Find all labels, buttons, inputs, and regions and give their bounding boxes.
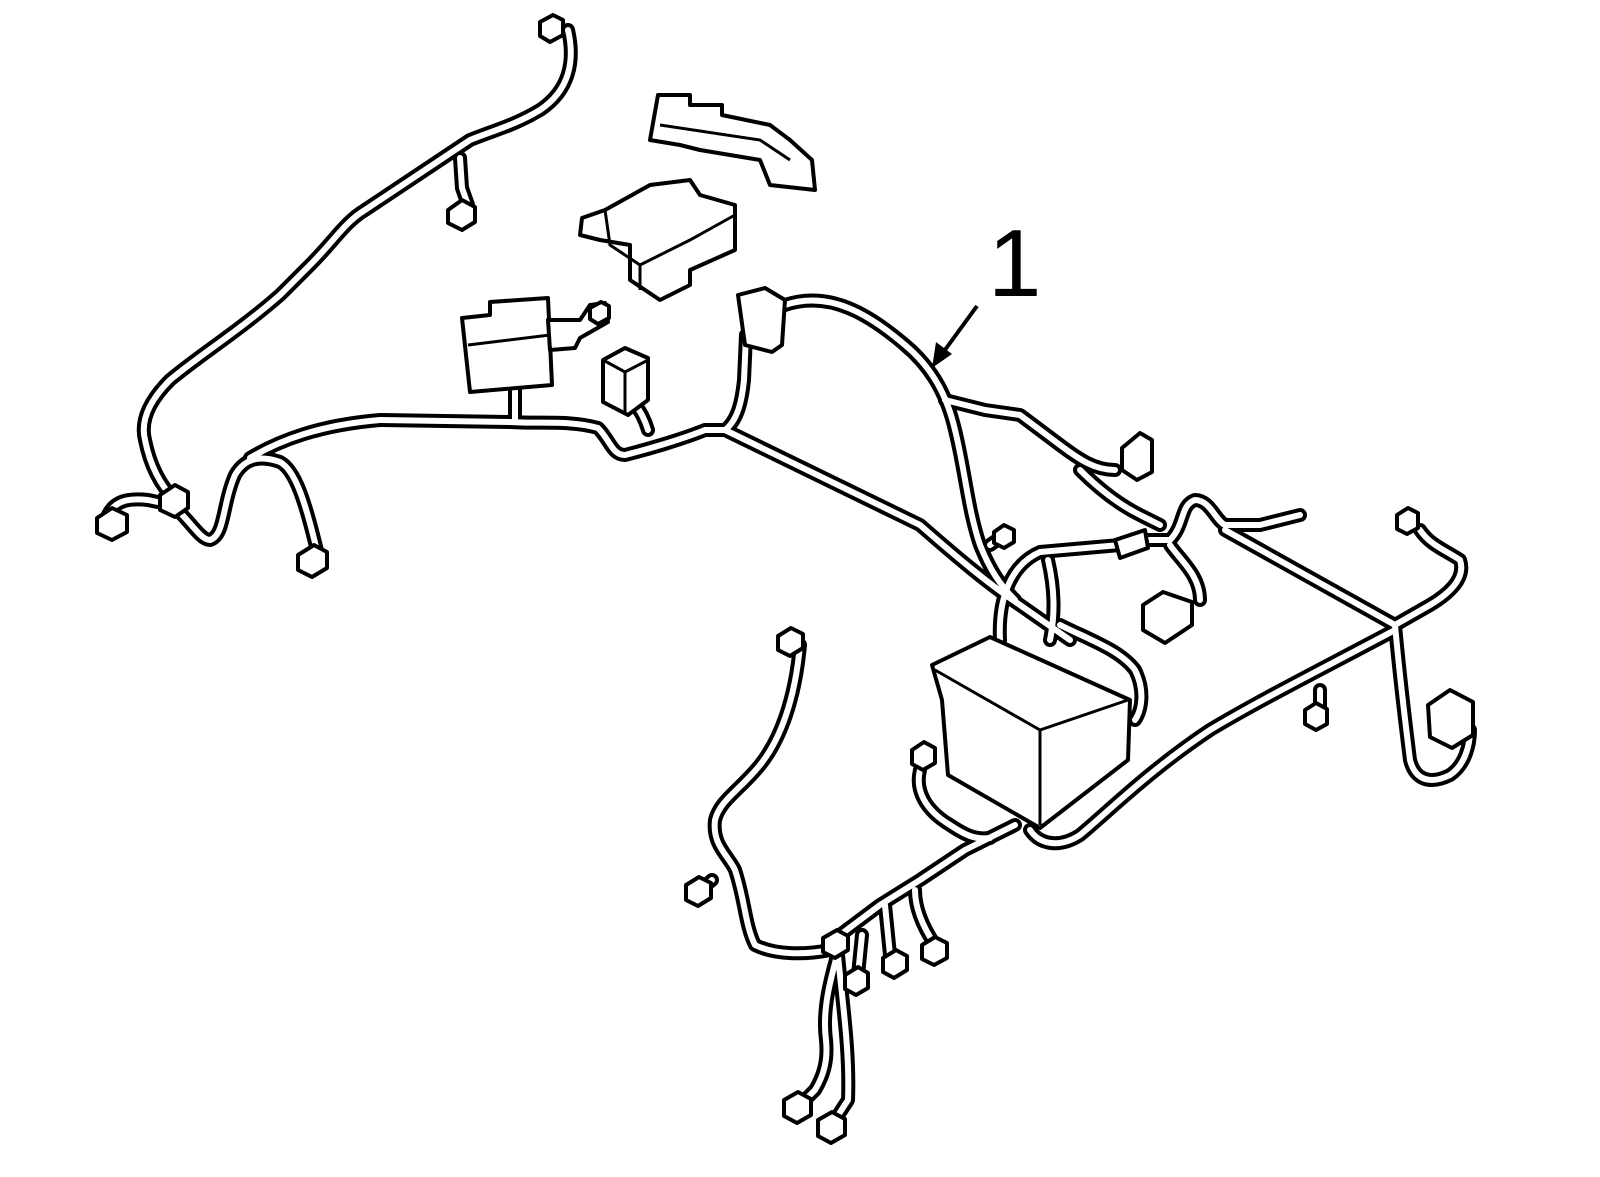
wire-segment [722,332,749,433]
wire-segment [1077,467,1163,528]
wire-segment [1222,527,1465,628]
wire-segment [915,767,993,842]
wire-segment [782,297,1018,603]
harness-components [95,13,1475,1145]
wire-segment [140,27,574,503]
wire-segment [1027,627,1398,847]
wire-segment [996,542,1123,643]
wire-segment [832,952,852,1123]
wire-segment-outline [707,638,837,961]
wire-segment [1392,622,1473,783]
wire-segment [457,155,471,208]
wire-segment [942,397,1118,473]
wire-segment [1057,622,1145,723]
wire-segment [797,942,843,1108]
connector-right-block [1120,431,1475,750]
callout-arrowhead [932,342,952,368]
wire-segment-outline [718,423,1077,647]
wire-segment [882,902,893,958]
wire-segment [1045,557,1057,643]
harness-wires [101,23,1477,1127]
callout-leader [940,304,979,356]
wire-segment [247,417,728,461]
callout-label: 1 [988,210,1041,317]
callout-1: 1 [932,210,1041,368]
relay-cube [601,346,650,417]
wire-segment-outline [778,293,1022,607]
battery-box [930,635,1132,830]
junction-block-top [578,93,817,354]
wire-segment [105,455,321,558]
relay-box-left [460,296,610,394]
wire-segment-outline [938,393,1122,477]
wire-segment [837,822,1018,938]
wire-segment [711,642,833,957]
wire-segment [1167,542,1203,603]
wire-segment [1137,497,1303,543]
connector-plugs [95,13,1420,1145]
